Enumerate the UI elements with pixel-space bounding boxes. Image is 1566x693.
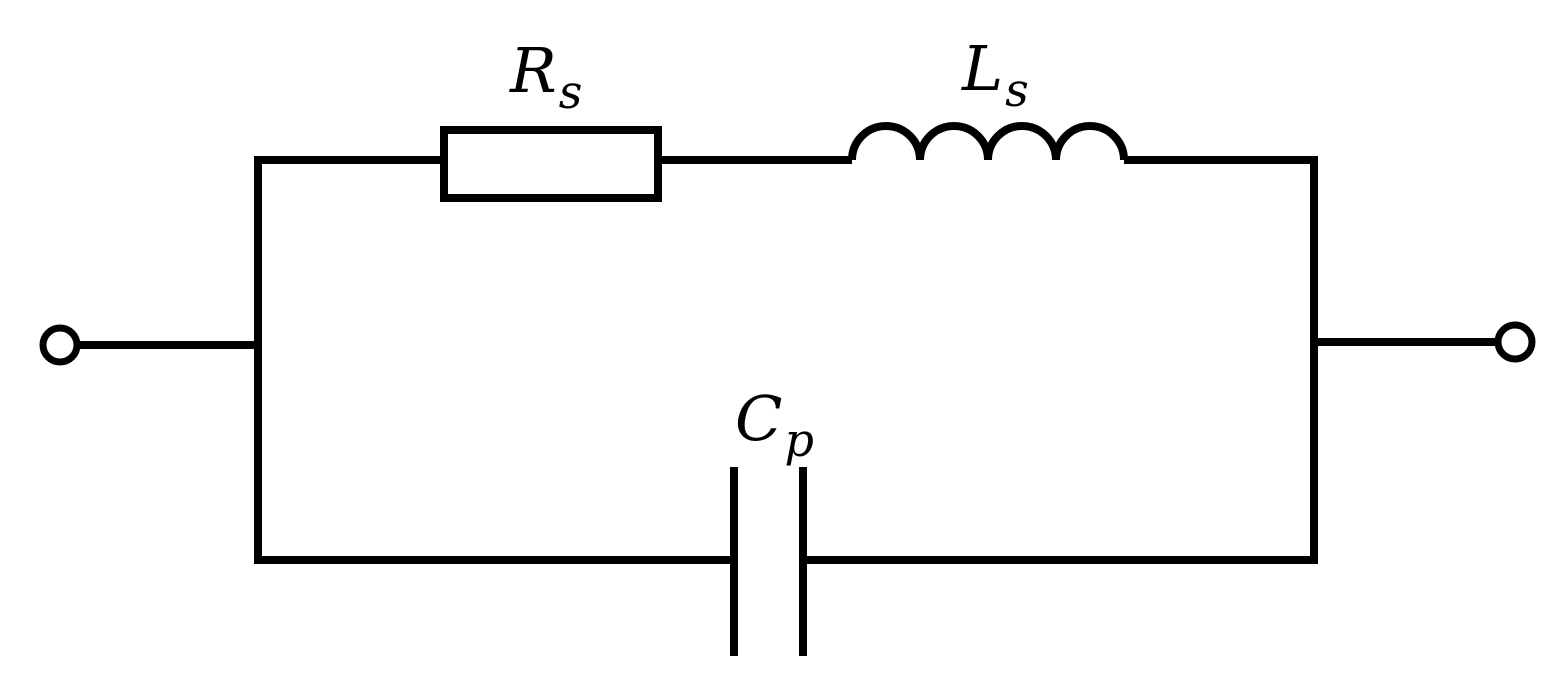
resistor-label-symbol: R [510,34,557,107]
left-terminal [39,324,81,366]
inductor-label-symbol: L [962,32,1004,105]
right-terminal [1494,321,1536,363]
capacitor-label-subscript: p [784,413,814,467]
resistor-rs [440,126,662,202]
inductor-label: Ls [962,38,1029,114]
capacitor-label-symbol: C [735,382,783,455]
inductor-label-subscript: s [1005,63,1029,117]
resistor-label: Rs [510,40,582,116]
capacitor-label: Cp [735,388,814,464]
resistor-label-subscript: s [558,65,583,119]
inductor-ls [848,122,1128,161]
